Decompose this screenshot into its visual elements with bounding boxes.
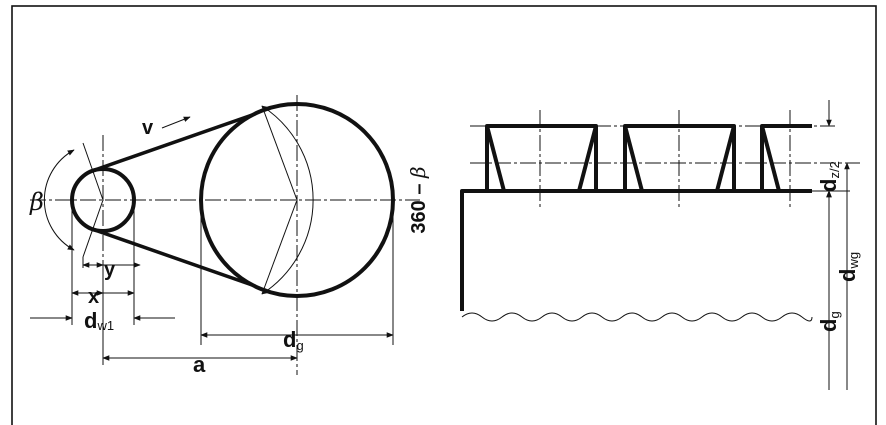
small-pulley-radius-upper [82,142,104,201]
groove-1 [485,124,598,193]
belt-lower-span [88,226,256,288]
break-line [461,312,813,322]
large-pulley [199,102,395,298]
wrap-angle-arc [261,105,314,295]
small-diameter-label: dw1 [84,308,114,333]
pitch-diameter-label: dwg [835,252,861,282]
pulley-body [460,189,812,311]
drawing-frame [11,5,877,425]
groove-2 [623,124,736,192]
large-diameter-label: dg [283,327,304,353]
offset-x-label: x [88,286,99,308]
speed-label: v [142,117,154,139]
belt-upper-span [88,112,256,174]
beta-label: β [29,188,44,216]
center-distance-label: a [193,352,206,377]
small-pulley-radius-lower [82,199,104,258]
outer-diameter-label: dg [816,311,842,332]
half-height-label: dz/2 [816,161,842,192]
belt-drive-diagram: β 360 – β v y x dw1 dg [29,95,430,377]
wrap-angle-label: 360 – β [406,166,430,233]
groove-3 [760,124,812,192]
offset-y-label: y [104,259,116,281]
speed-arrow [161,116,191,129]
belt-cross-section: dz/2 dwg dg [460,100,861,390]
beta-angle-arc [43,149,75,251]
